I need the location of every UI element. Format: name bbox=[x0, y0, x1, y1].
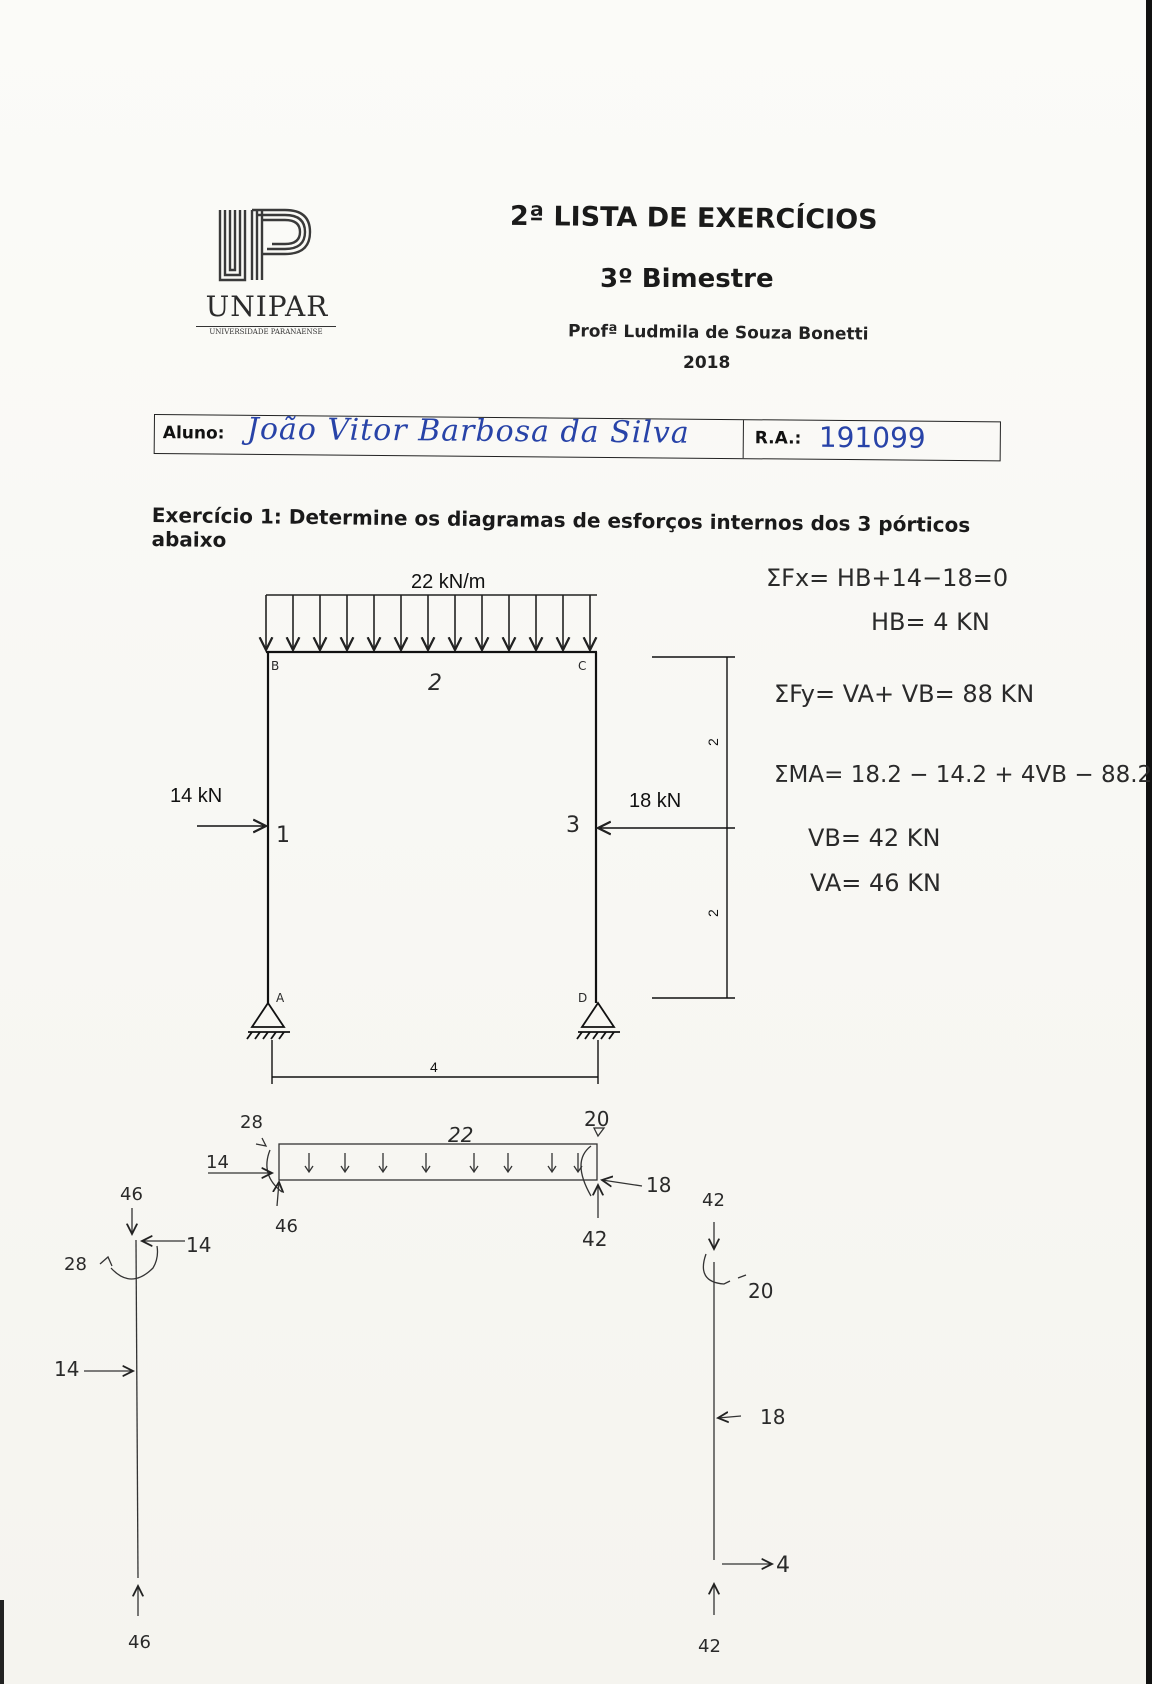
span-dimension bbox=[271, 1040, 599, 1084]
page-edge-shadow bbox=[1146, 0, 1152, 1684]
fbd-right-column bbox=[702, 1222, 772, 1615]
year-label: 2018 bbox=[683, 353, 731, 373]
bimester-subtitle: 3º Bimestre bbox=[600, 264, 774, 294]
eq-sum-fy: ΣFy= VA+ VB= 88 KN bbox=[774, 680, 1034, 708]
equations: ΣFx= HB+14−18=0 HB= 4 KN ΣFy= VA+ VB= 88… bbox=[766, 564, 1152, 897]
corner-label-b: B bbox=[271, 659, 279, 673]
pin-support-right bbox=[576, 1001, 620, 1040]
eq-sum-fx: ΣFx= HB+14−18=0 bbox=[766, 564, 1008, 592]
eq-hb: HB= 4 KN bbox=[871, 608, 990, 636]
vertical-dimension bbox=[645, 656, 735, 999]
span-label: 4 bbox=[430, 1059, 438, 1075]
fbd-left-mid-force: 14 bbox=[54, 1357, 79, 1381]
fbd-right-top-force: 42 bbox=[702, 1190, 725, 1211]
fbd-left-bottom-force: 46 bbox=[128, 1632, 151, 1653]
logo-text: UNIPAR bbox=[205, 290, 329, 323]
corner-label-c: C bbox=[578, 659, 586, 673]
fbd-beam bbox=[208, 1127, 643, 1218]
fbd-right-top-moment: 20 bbox=[748, 1279, 773, 1303]
node-label-2: 2 bbox=[428, 671, 442, 696]
fbd-beam-left-moment: 28 bbox=[240, 1112, 263, 1133]
distributed-load bbox=[266, 594, 597, 650]
fbd-beam-left-shear: 46 bbox=[275, 1216, 298, 1237]
fbd-right-bottom-force: 42 bbox=[698, 1636, 721, 1657]
logo-subtitle: UNIVERSIDADE PARANAENSE bbox=[196, 326, 336, 336]
fbd-left-column bbox=[84, 1208, 185, 1616]
eq-va: VA= 46 KN bbox=[810, 869, 941, 897]
eq-sum-ma: ΣMA= 18.2 − 14.2 + 4VB − 88.2 bbox=[774, 762, 1152, 788]
fbd-right-mid-force: 18 bbox=[760, 1405, 785, 1429]
node-label-1: 1 bbox=[276, 823, 290, 848]
fbd-left-top-force: 46 bbox=[120, 1184, 143, 1205]
fbd-right-bottom-horizontal: 4 bbox=[776, 1553, 790, 1578]
left-force-label: 14 kN bbox=[170, 785, 222, 807]
dim-label-bottom: 2 bbox=[705, 909, 721, 917]
fbd-left-top-moment: 28 bbox=[64, 1254, 87, 1275]
fbd-beam-right-moment: 20 bbox=[584, 1107, 609, 1131]
load-label: 22 kN/m bbox=[411, 571, 485, 593]
dim-label-top: 2 bbox=[705, 738, 721, 746]
node-label-3: 3 bbox=[566, 813, 580, 838]
corner-label-d: D bbox=[578, 991, 587, 1005]
fbd-beam-left-axial: 14 bbox=[206, 1152, 229, 1173]
fbd-beam-right-shear: 42 bbox=[582, 1227, 607, 1251]
portal-frame bbox=[266, 650, 598, 1003]
eq-vb: VB= 42 KN bbox=[808, 824, 940, 852]
unipar-logo-icon bbox=[218, 208, 312, 282]
fbd-beam-right-axial: 18 bbox=[646, 1173, 671, 1197]
fbd-beam-load: 22 bbox=[448, 1123, 473, 1147]
right-force-label: 18 kN bbox=[629, 790, 681, 812]
pin-support-left bbox=[246, 1001, 290, 1040]
page-edge-shadow-left bbox=[0, 1600, 4, 1684]
fbd-left-top-horizontal: 14 bbox=[186, 1233, 211, 1257]
corner-label-a: A bbox=[276, 991, 285, 1005]
